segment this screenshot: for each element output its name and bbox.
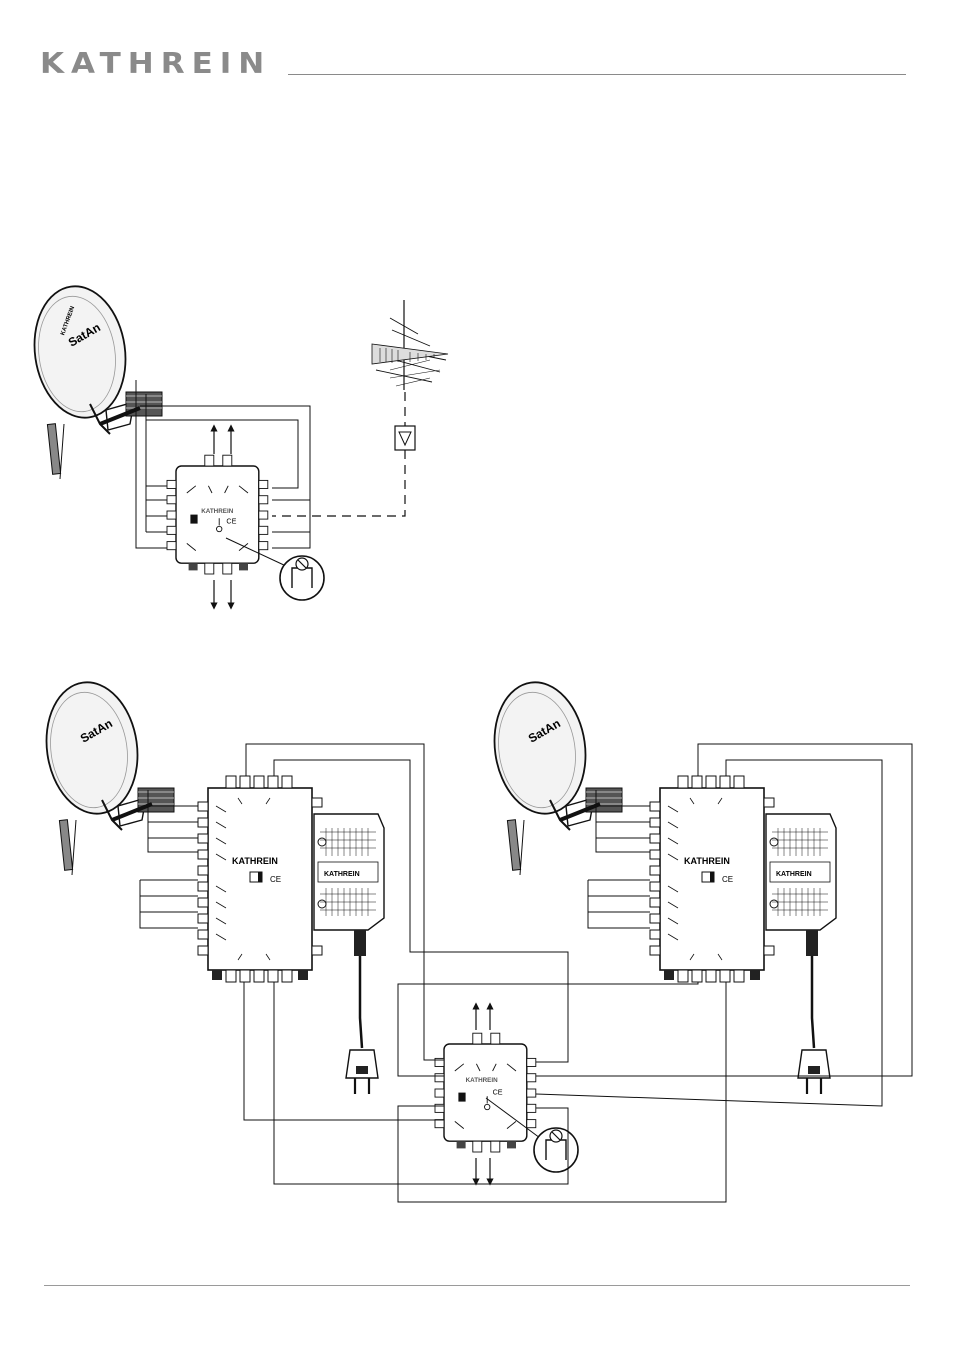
antenna-amplifier: [395, 426, 415, 450]
multiswitch-right: KATHREIN CE KATHREIN: [650, 776, 836, 1094]
ce-mark: CE: [226, 517, 236, 526]
satellite-dish-right: SatAn: [486, 676, 622, 875]
terrestrial-antenna: [372, 300, 448, 390]
ce-mark: CE: [493, 1087, 503, 1096]
adjust-screwdriver-icon: [280, 556, 324, 600]
diagram-top: SatAn KATHREIN KATHREIN CE: [26, 280, 448, 606]
diagram-bottom: SatAn SatAn KATHREIN CE KATHREIN KATHREI…: [38, 676, 912, 1202]
psu-brand-label: KATHREIN: [324, 871, 360, 878]
footer-divider: [44, 1285, 910, 1286]
psu-brand-label: KATHREIN: [776, 871, 812, 878]
switch-brand-label: KATHREIN: [466, 1077, 499, 1084]
multiswitch-left: KATHREIN CE KATHREIN: [198, 776, 384, 1094]
switch-brand-label: KATHREIN: [232, 856, 278, 866]
switch-brand-label: KATHREIN: [201, 508, 234, 515]
ce-mark: CE: [722, 875, 733, 884]
ce-mark: CE: [270, 875, 281, 884]
satellite-dish-top: SatAn KATHREIN: [26, 280, 162, 479]
switch-brand-label: KATHREIN: [684, 856, 730, 866]
cascade-switch-center: KATHREIN CE: [435, 1033, 536, 1152]
cascade-switch-top: KATHREIN CE: [167, 455, 268, 574]
satellite-dish-left: SatAn: [38, 676, 174, 875]
adjust-screwdriver-icon: [534, 1128, 578, 1172]
